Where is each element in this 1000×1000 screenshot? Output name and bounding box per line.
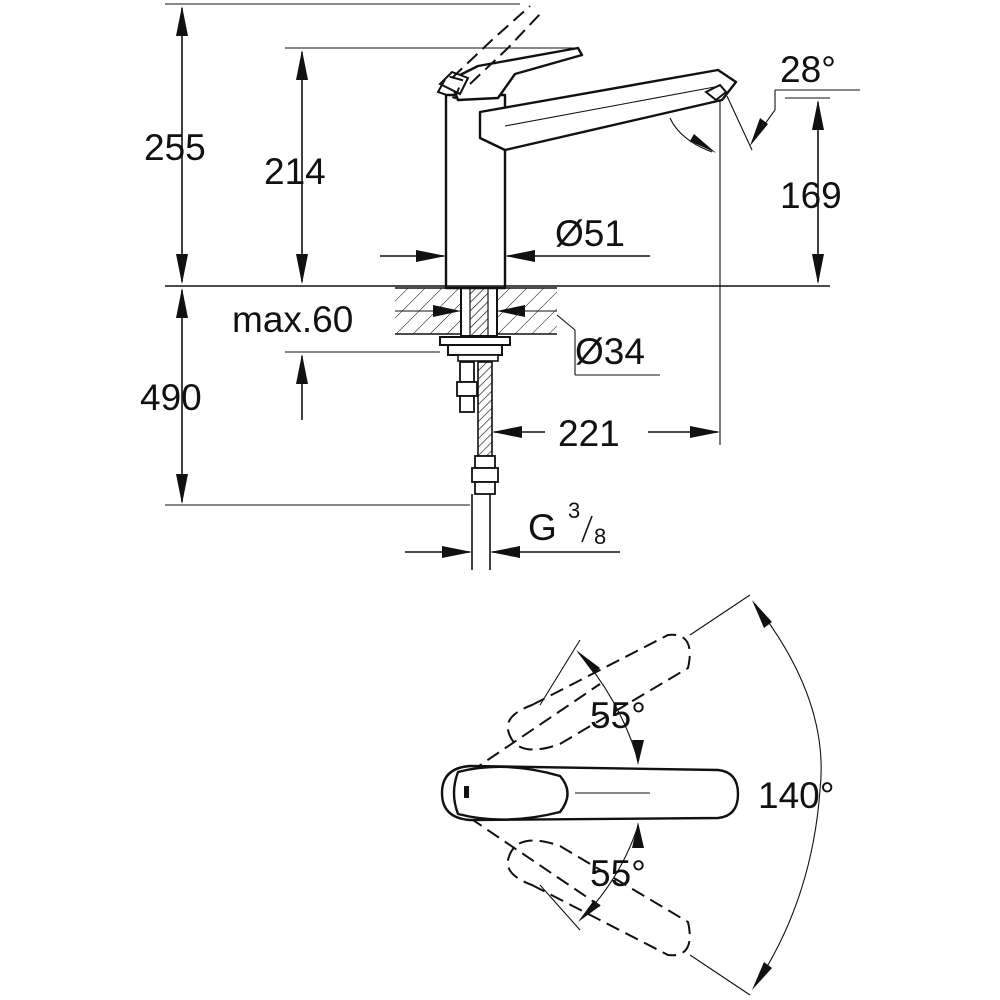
angle-28: 28° — [669, 49, 860, 153]
dimension-d34: Ø34 — [575, 331, 645, 372]
dimension-490-label: 490 — [140, 377, 202, 418]
top-view: 55° 55° 140° — [440, 594, 835, 996]
reference-lines — [165, 3, 830, 506]
dimension-255-label: 255 — [144, 127, 206, 168]
side-view: 255 214 169 28° — [140, 3, 860, 570]
angle-55-upper: 55° — [539, 639, 646, 765]
angle-55-lower-label: 55° — [590, 853, 646, 894]
dimension-max60-label: max.60 — [232, 299, 353, 340]
dimension-max60: max.60 — [232, 299, 557, 340]
angle-28-label: 28° — [780, 49, 836, 90]
connection-thread-denominator: 8 — [594, 524, 606, 549]
dimension-255: 255 — [144, 6, 206, 284]
dimension-169: 169 — [780, 100, 842, 284]
dimension-221: 221 — [492, 413, 720, 454]
dimension-214-label: 214 — [264, 151, 326, 192]
handle-rotated-down — [469, 817, 691, 957]
dimension-221-label: 221 — [558, 413, 620, 454]
dimension-169-label: 169 — [780, 175, 842, 216]
faucet-body — [436, 5, 738, 290]
mounting-shank — [439, 287, 511, 362]
dimension-d51: Ø51 — [380, 213, 650, 262]
dimension-214: 214 — [264, 50, 326, 284]
dimension-connection-thread: G 3 8 — [405, 498, 620, 558]
connection-thread-numerator: 3 — [568, 498, 580, 523]
angle-55-lower: 55° — [539, 822, 646, 931]
connection-thread-letter: G — [528, 507, 557, 548]
handle-rotated-up — [469, 633, 691, 773]
angle-55-upper-label: 55° — [590, 695, 646, 736]
dimension-490: 490 — [140, 288, 308, 504]
angle-140: 140° — [689, 594, 835, 996]
dimension-d34-label: Ø34 — [575, 331, 645, 372]
handle-center — [440, 764, 740, 822]
supply-hoses — [456, 361, 499, 570]
dimension-d51-label: Ø51 — [555, 213, 625, 254]
angle-140-label: 140° — [758, 775, 835, 816]
